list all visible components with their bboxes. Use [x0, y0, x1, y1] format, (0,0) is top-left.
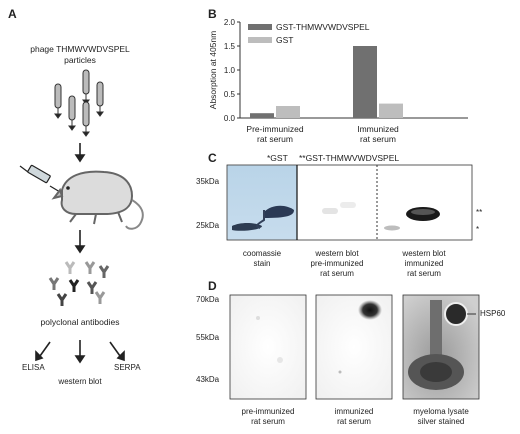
gel-image [226, 164, 473, 241]
x-tick-label: rat serum [360, 134, 396, 144]
blot-label-silver: myeloma lysate [413, 407, 469, 416]
blot-label-pre-line2: rat serum [251, 417, 285, 426]
marker-fusion: **GST-THMWVWDVSPEL [299, 153, 400, 163]
marker-gst: *GST [267, 153, 288, 163]
blot-label-immunized-line2: rat serum [337, 417, 371, 426]
x-tick-label: Immunized [357, 124, 399, 134]
blot-label-pre: pre-immunized [241, 407, 295, 416]
bar-fusion [250, 113, 274, 118]
arrow-down-icon [74, 230, 86, 254]
y-tick-label: 1.5 [224, 42, 236, 51]
y-tick-label: 0.0 [224, 114, 236, 123]
y-tick-label: 2.0 [224, 18, 236, 27]
x-tick-label: rat serum [257, 134, 293, 144]
hsp60-label: HSP60 [480, 309, 506, 318]
lane-label-coomassie: coomassie [242, 249, 282, 258]
x-tick-label: Pre-immunized [246, 124, 303, 134]
method-arrows-icon [35, 340, 125, 364]
kda-25: 25kDa [196, 221, 220, 230]
panel-letter-d: D [208, 279, 217, 293]
legend-swatch [248, 37, 272, 43]
antibodies-icon [48, 261, 110, 306]
antibodies-label: polyclonal antibodies [40, 317, 120, 327]
phage-particles-icon [54, 69, 104, 137]
bar-gst [276, 106, 300, 118]
blot-silver-stained [402, 294, 480, 400]
panel-letter-b: B [208, 7, 217, 21]
lane-label-pre: western blot [315, 249, 359, 258]
lane-label-pre-line3: rat serum [320, 269, 354, 278]
lane-label-pre-line2: pre-immunized [310, 259, 364, 268]
blot-immunized [315, 294, 393, 400]
kda-70: 70kDa [196, 295, 220, 304]
legend-label: GST-THMWVWDVSPEL [276, 22, 370, 32]
phage-label-line2: particles [64, 55, 96, 65]
blot-label-immunized: immunized [334, 407, 374, 416]
lane-label-coomassie-line2: stain [253, 259, 271, 268]
method-elisa: ELISA [22, 363, 45, 372]
band-mark-fusion: ** [476, 208, 483, 217]
blot-pre-immunized [229, 294, 307, 400]
panel-letter-a: A [8, 7, 17, 21]
y-axis-label: Absorption at 405nm [208, 31, 218, 109]
bar-fusion [353, 46, 377, 118]
lane-label-immunized-line3: rat serum [407, 269, 441, 278]
method-western-blot: western blot [58, 377, 102, 386]
y-tick-label: 1.0 [224, 66, 236, 75]
method-serpa: SERPA [114, 363, 141, 372]
blot-label-silver-line2: silver stained [417, 417, 465, 426]
kda-55: 55kDa [196, 333, 220, 342]
rat-icon [51, 170, 144, 230]
lane-label-immunized: western blot [402, 249, 446, 258]
arrow-down-icon [74, 143, 86, 163]
legend-label: GST [276, 35, 293, 45]
lane-label-immunized-line2: immunized [404, 259, 444, 268]
phage-label: phage THMWVWDVSPEL [30, 44, 130, 54]
legend-swatch [248, 24, 272, 30]
kda-35: 35kDa [196, 177, 220, 186]
band-mark-gst: * [476, 225, 480, 234]
kda-43: 43kDa [196, 375, 220, 384]
bar-gst [379, 103, 403, 118]
y-tick-label: 0.5 [224, 90, 236, 99]
panel-letter-c: C [208, 151, 217, 165]
